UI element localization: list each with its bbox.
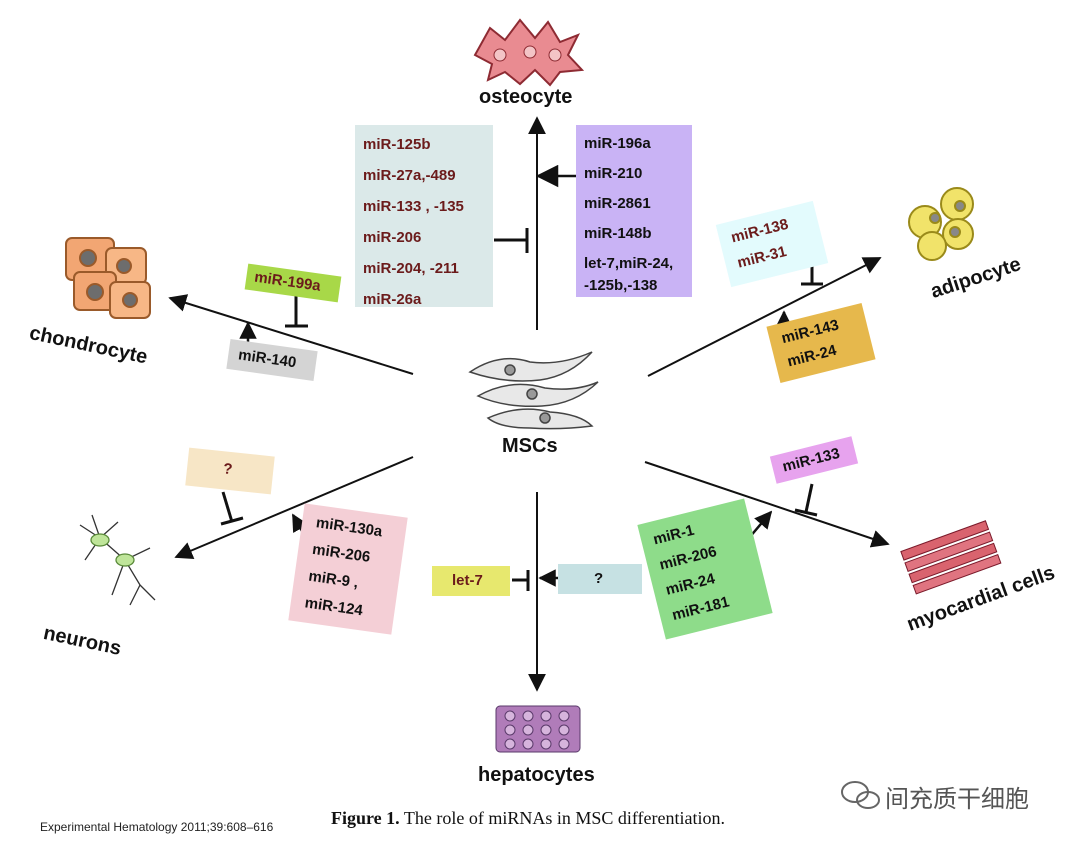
chondrocyte-illustration: [65, 237, 151, 319]
mirna-item: miR-133 , -135: [363, 198, 464, 215]
mirna-item: miR-125b: [363, 136, 431, 153]
osteocyte-illustration: [473, 18, 585, 87]
mirna-item: miR-206: [363, 229, 422, 246]
mirna-item: -125b,-138: [584, 277, 658, 294]
watermark-text: 间充质干细胞: [885, 785, 1029, 813]
mirna-item: miR-210: [584, 165, 643, 182]
mirna-item: ?: [222, 460, 234, 479]
line-to-myocardial: [644, 461, 890, 548]
mirna-item: ?: [594, 570, 604, 587]
adipocyte-illustration: [908, 187, 974, 261]
box-osteo-promoters: miR-196a miR-210 miR-2861 miR-148b let-7…: [576, 125, 692, 297]
box-neuron-promoters: miR-130a miR-206 miR-9 , miR-124: [288, 503, 408, 635]
myocardial-illustration: [900, 520, 1002, 595]
neurons-illustration: [79, 514, 156, 606]
wechat-icon: [841, 781, 880, 809]
figure-caption: Figure 1. The role of miRNAs in MSC diff…: [331, 808, 725, 829]
figure-label: Figure 1.: [331, 808, 400, 828]
line-to-chondrocyte: [168, 294, 414, 375]
msc-illustration: [468, 351, 599, 430]
mirna-item: miR-148b: [584, 225, 652, 242]
mirna-item: let-7: [452, 572, 483, 589]
inhibit-neuron: [220, 491, 244, 526]
line-to-adipocyte: [647, 257, 882, 377]
mirna-item: miR-2861: [584, 195, 651, 212]
hepatocytes-illustration: [495, 705, 581, 753]
mirna-item: let-7,miR-24,: [584, 255, 674, 272]
inhibit-chondro: [285, 292, 308, 328]
mirna-item: miR-26a: [363, 291, 422, 308]
inhibit-hepato: [512, 570, 530, 591]
box-hepato-promoter: ?: [558, 564, 642, 594]
mirna-item: miR-27a,-489: [363, 167, 456, 184]
citation: Experimental Hematology 2011;39:608–616: [40, 820, 274, 834]
mirna-item: miR-140: [237, 346, 298, 372]
label-mscs: MSCs: [502, 435, 558, 457]
line-to-neurons: [174, 456, 414, 559]
box-osteo-inhibitors: miR-125b miR-27a,-489 miR-133 , -135 miR…: [355, 125, 493, 308]
inhibit-myo: [794, 483, 818, 517]
figure-caption-text: The role of miRNAs in MSC differentiatio…: [403, 808, 725, 828]
box-hepato-inhibitor: let-7: [432, 566, 510, 596]
label-osteocyte: osteocyte: [479, 86, 573, 108]
mirna-item: miR-196a: [584, 135, 651, 152]
label-hepatocytes: hepatocytes: [478, 764, 595, 786]
inhibit-osteo: [494, 228, 529, 253]
mirna-item: miR-204, -211: [363, 260, 459, 277]
